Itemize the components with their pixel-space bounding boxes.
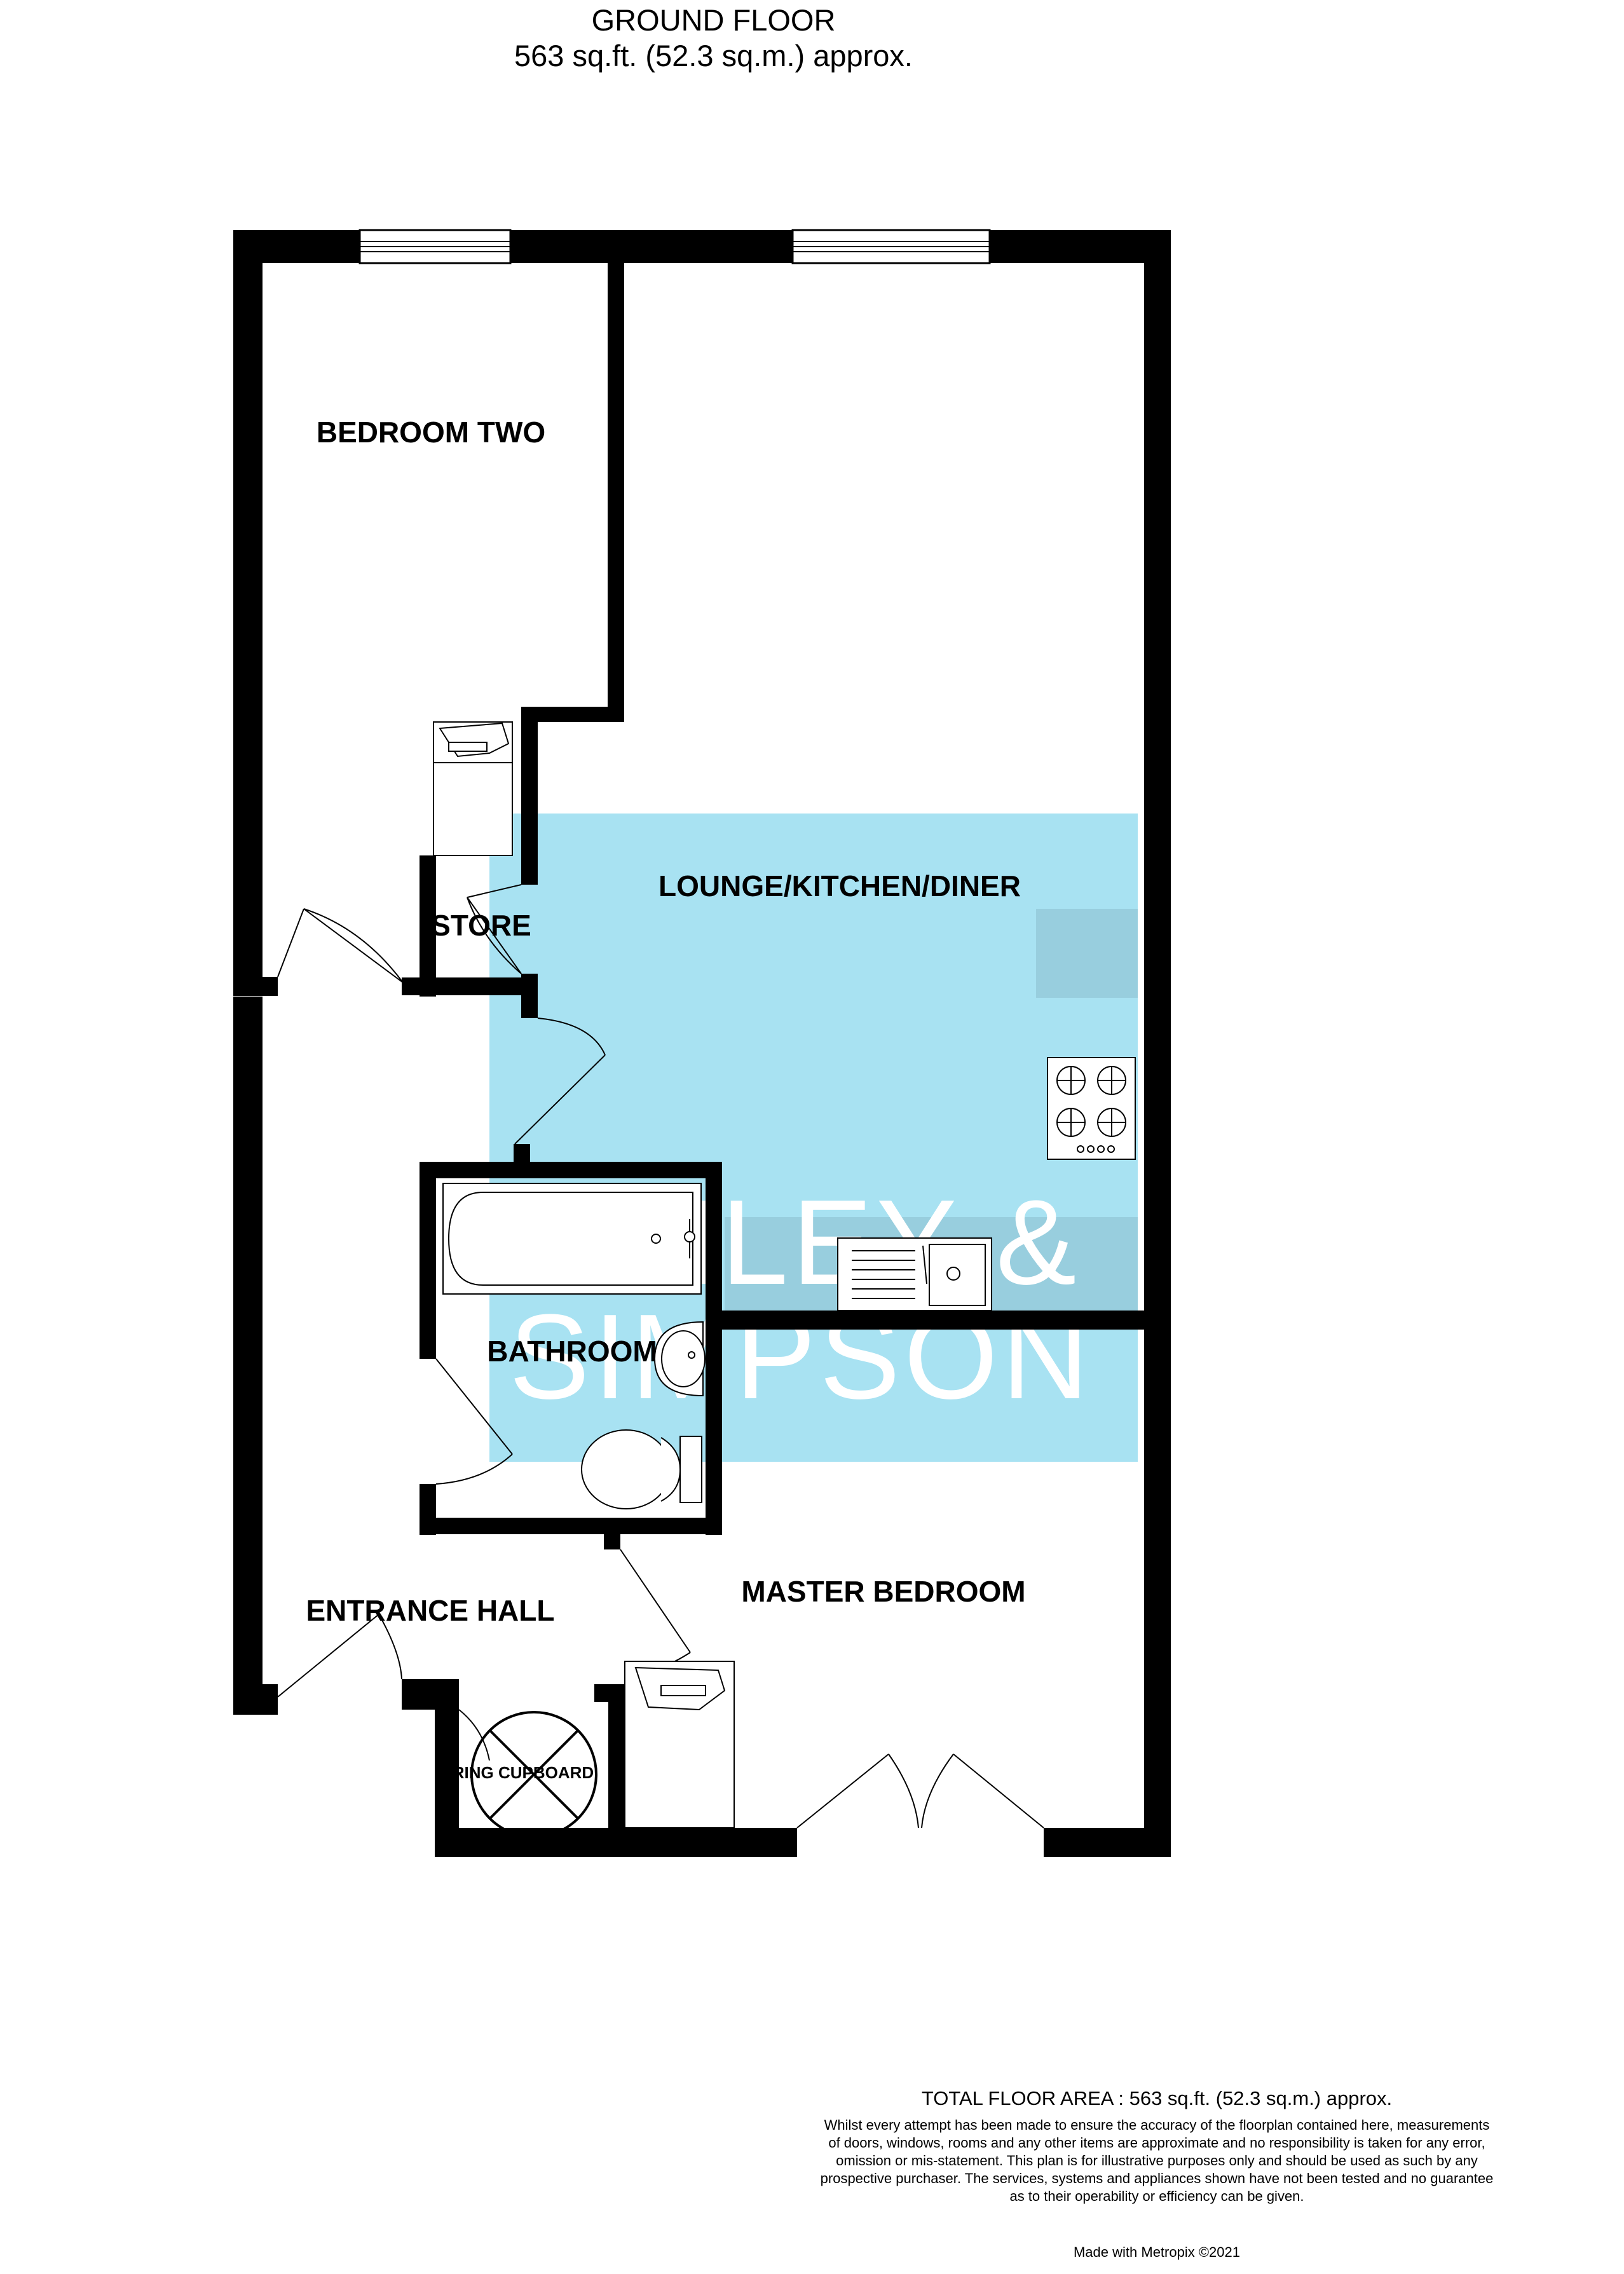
door-bathroom	[435, 1358, 513, 1485]
toilet	[581, 1429, 702, 1509]
wall-lounge-master	[706, 1311, 1171, 1330]
disclaimer: Whilst every attempt has been made to en…	[782, 2116, 1532, 2205]
wall-bath-top-stub	[514, 1144, 530, 1163]
wall-airing-top-right	[594, 1684, 625, 1702]
disclaimer-line: as to their operability or efficiency ca…	[1009, 2188, 1304, 2204]
disclaimer-line: omission or mis-statement. This plan is …	[836, 2153, 1478, 2168]
wash-basin	[653, 1321, 706, 1397]
door-store	[467, 884, 522, 974]
door-master-bedroom	[620, 1549, 691, 1678]
wall-left-upper	[233, 230, 263, 977]
window-lounge	[791, 229, 991, 264]
wall-top-middle	[510, 230, 793, 263]
appliance-master-bedroom	[624, 1661, 735, 1828]
label-store: STORE	[431, 909, 531, 942]
label-master-bedroom: MASTER BEDROOM	[741, 1575, 1025, 1608]
wall-right	[1144, 230, 1171, 1857]
disclaimer-line: Whilst every attempt has been made to en…	[824, 2117, 1490, 2133]
wall-left-stub-2	[233, 1684, 278, 1715]
label-airing-cupboard: AIRING CUPBOARD	[436, 1763, 594, 1782]
total-floor-area: TOTAL FLOOR AREA : 563 sq.ft. (52.3 sq.m…	[921, 2087, 1393, 2109]
fixtures	[433, 721, 1136, 1838]
appliance-store	[433, 721, 513, 856]
label-bedroom-two: BEDROOM TWO	[317, 416, 545, 449]
wall-bottom-left	[435, 1828, 797, 1857]
wall-store-bottom	[402, 977, 538, 995]
door-bedroom-two	[277, 908, 404, 983]
wall-bath-left-upper	[420, 1162, 436, 1359]
door-airing-cupboard	[458, 1709, 490, 1761]
floor-area: 563 sq.ft. (52.3 sq.m.) approx.	[514, 39, 913, 72]
wall-left-lower	[233, 997, 263, 1715]
door-patio-left	[796, 1753, 919, 1828]
disclaimer-line: prospective purchaser. The services, sys…	[820, 2170, 1494, 2186]
window-bedroom-two	[358, 229, 512, 264]
wall-left-stub-1	[233, 977, 278, 996]
door-entrance	[277, 1614, 402, 1698]
logo-background	[489, 814, 1138, 1462]
wall-store-left	[420, 855, 436, 997]
water-cylinder	[470, 1711, 597, 1838]
wall-bath-bottom-stub	[604, 1518, 620, 1549]
room-labels: BEDROOM TWO LOUNGE/KITCHEN/DINER STORE B…	[306, 416, 1026, 1782]
wall-bed2-partition	[608, 263, 624, 722]
label-bathroom: BATHROOM	[487, 1335, 657, 1368]
wall-top-right	[990, 230, 1171, 263]
wall-airing-top-left	[402, 1679, 459, 1710]
wall-bottom-right	[1044, 1828, 1171, 1857]
wall-store-right	[521, 707, 538, 885]
hob	[1047, 1057, 1136, 1160]
floor-name: GROUND FLOOR	[591, 3, 836, 37]
made-with-credit: Made with Metropix ©2021	[1073, 2244, 1240, 2260]
walls	[233, 230, 1171, 1857]
door-lounge	[514, 1018, 606, 1145]
wall-bed2-ledge	[521, 707, 624, 722]
label-entrance-hall: ENTRANCE HALL	[306, 1594, 555, 1627]
logo-shadow-right	[1036, 909, 1138, 998]
disclaimer-line: of doors, windows, rooms and any other i…	[828, 2135, 1485, 2151]
label-lounge-kitchen-diner: LOUNGE/KITCHEN/DINER	[658, 869, 1021, 902]
wall-bath-top	[420, 1162, 722, 1178]
wall-bath-right	[706, 1162, 722, 1535]
kitchen-sink	[837, 1237, 992, 1311]
wall-bath-bottom	[420, 1518, 722, 1534]
bath-tub	[442, 1183, 702, 1295]
door-patio-right	[921, 1753, 1044, 1828]
